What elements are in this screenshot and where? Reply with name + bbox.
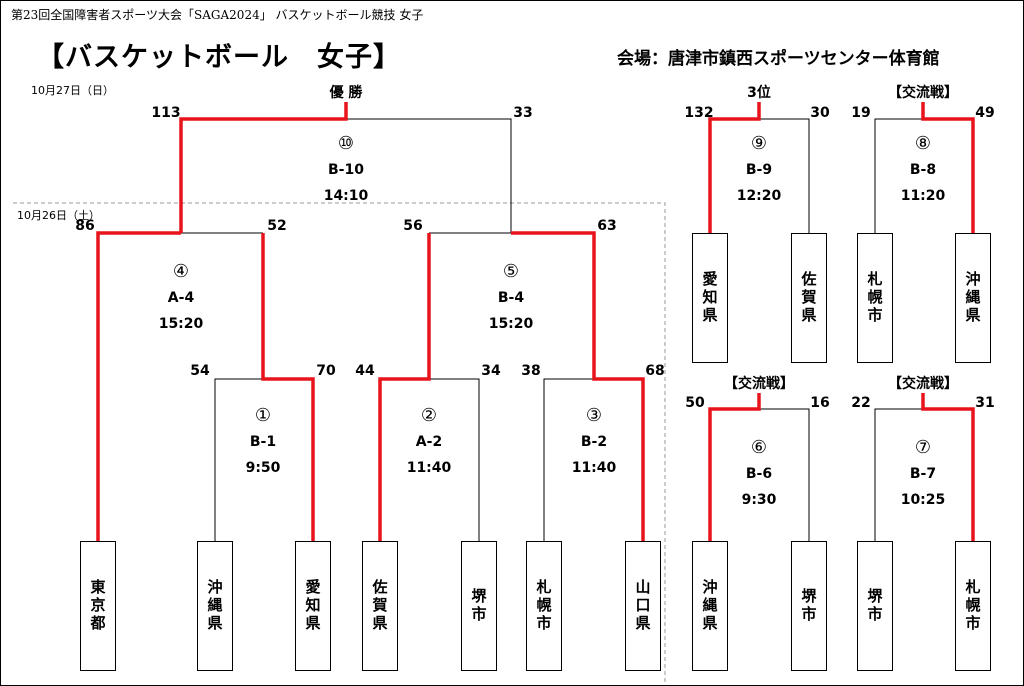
game-8-code: B-8 [909, 162, 937, 178]
page-title: 【バスケットボール 女子】 [37, 42, 401, 73]
game-10-code: B-10 [328, 162, 364, 178]
game-3-time: 11:40 [571, 460, 617, 476]
score-g2-left: 44 [355, 363, 375, 379]
score-g1-left: 54 [190, 363, 210, 379]
game-6-number: ⑥ [750, 437, 768, 458]
game-3-number: ③ [585, 405, 603, 426]
game-8-number: ⑧ [914, 133, 932, 154]
game-7-info: ⑦ B-7 10:25 [883, 435, 963, 513]
score-g3-right: 68 [645, 363, 665, 379]
game-8-time: 11:20 [900, 188, 946, 204]
bracket-lines-black [181, 118, 923, 541]
score-g9-right: 30 [810, 105, 830, 121]
game-9-code: B-9 [745, 162, 773, 178]
game-5-time: 15:20 [488, 316, 534, 332]
score-g7-left: 22 [851, 395, 871, 411]
team-box-sakai-g7: 堺市 [857, 541, 893, 671]
team-box-sapporo-g8: 札幌市 [857, 233, 893, 363]
game-2-info: ② A-2 11:40 [389, 403, 469, 481]
game-4-code: A-4 [167, 290, 195, 306]
game-10-info: ⑩ B-10 14:10 [306, 131, 386, 209]
team-box-saga-g9: 佐賀県 [791, 233, 827, 363]
game-7-time: 10:25 [900, 492, 946, 508]
score-g10-left: 113 [151, 105, 181, 121]
page-header: 第23回全国障害者スポーツ大会「SAGA2024」 バスケットボール競技 女子 [11, 8, 424, 22]
final-label: 優 勝 [329, 85, 363, 101]
game-5-number: ⑤ [502, 261, 520, 282]
game-9-info: ⑨ B-9 12:20 [719, 131, 799, 209]
team-box-okinawa-g8: 沖縄県 [955, 233, 991, 363]
game-10-number: ⑩ [337, 133, 355, 154]
game-10-time: 14:10 [323, 188, 369, 204]
game-7-number: ⑦ [914, 437, 932, 458]
game-1-code: B-1 [249, 434, 277, 450]
bracket-lines-red [96, 102, 975, 541]
score-g9-left: 132 [684, 105, 714, 121]
score-g4-right: 52 [267, 218, 287, 234]
team-box-okinawa-g6: 沖縄県 [692, 541, 728, 671]
game-9-time: 12:20 [736, 188, 782, 204]
game-8-info: ⑧ B-8 11:20 [883, 131, 963, 209]
game-2-number: ② [420, 405, 438, 426]
score-g4-left: 86 [75, 218, 95, 234]
game-6-info: ⑥ B-6 9:30 [719, 435, 799, 513]
score-g8-left: 19 [851, 105, 871, 121]
game-9-number: ⑨ [750, 133, 768, 154]
game-5-code: B-4 [497, 290, 525, 306]
team-box-saga: 佐賀県 [362, 541, 398, 671]
game-6-time: 9:30 [741, 492, 777, 508]
exchange-label-g8: 【交流戦】 [888, 85, 958, 101]
game-1-time: 9:50 [245, 460, 281, 476]
day-divider [13, 202, 666, 685]
team-box-sakai-g6: 堺市 [791, 541, 827, 671]
game-3-code: B-2 [580, 434, 608, 450]
exchange-label-g6: 【交流戦】 [724, 376, 794, 392]
game-2-time: 11:40 [406, 460, 452, 476]
team-box-sakai: 堺市 [461, 541, 497, 671]
score-g7-right: 31 [975, 395, 995, 411]
score-g6-left: 50 [685, 395, 705, 411]
team-box-aichi: 愛知県 [295, 541, 331, 671]
date-day2: 10月27日（日） [31, 84, 114, 97]
game-7-code: B-7 [909, 466, 937, 482]
third-place-label: 3位 [747, 85, 771, 101]
score-g1-right: 70 [316, 363, 336, 379]
score-g8-right: 49 [975, 105, 995, 121]
score-g10-right: 33 [513, 105, 533, 121]
team-box-yamaguchi: 山口県 [625, 541, 661, 671]
team-box-aichi-g9: 愛知県 [692, 233, 728, 363]
score-g2-right: 34 [481, 363, 501, 379]
score-g3-left: 38 [521, 363, 541, 379]
game-1-number: ① [254, 405, 272, 426]
game-1-info: ① B-1 9:50 [223, 403, 303, 481]
game-4-info: ④ A-4 15:20 [141, 259, 221, 337]
game-4-time: 15:20 [158, 316, 204, 332]
venue-label: 会場：唐津市鎮西スポーツセンター体育館 [617, 49, 940, 69]
team-box-tokyo: 東京都 [80, 541, 116, 671]
exchange-label-g7: 【交流戦】 [888, 376, 958, 392]
game-4-number: ④ [172, 261, 190, 282]
score-g6-right: 16 [810, 395, 830, 411]
date-day1: 10月26日（土） [17, 207, 100, 223]
score-g5-left: 56 [403, 218, 423, 234]
team-box-okinawa: 沖縄県 [197, 541, 233, 671]
game-6-code: B-6 [745, 466, 773, 482]
game-3-info: ③ B-2 11:40 [554, 403, 634, 481]
score-g5-right: 63 [597, 218, 617, 234]
team-box-sapporo-g7: 札幌市 [955, 541, 991, 671]
game-5-info: ⑤ B-4 15:20 [471, 259, 551, 337]
team-box-sapporo: 札幌市 [526, 541, 562, 671]
game-2-code: A-2 [415, 434, 443, 450]
